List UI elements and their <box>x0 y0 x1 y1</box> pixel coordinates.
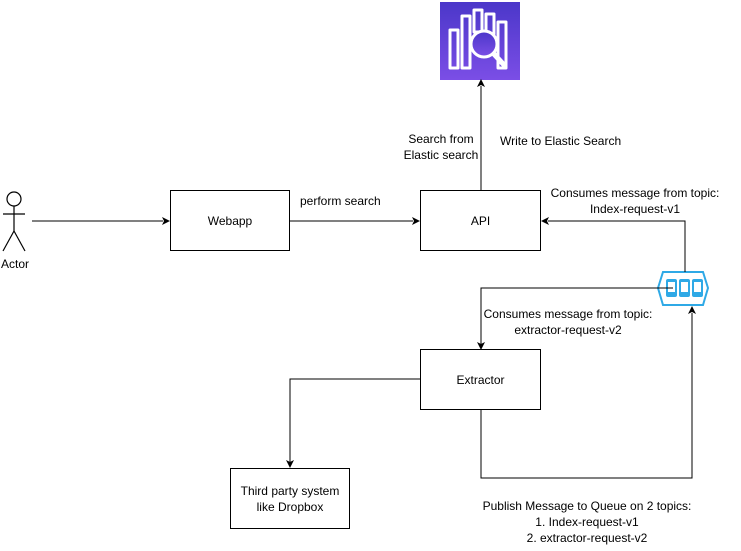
publish-line2: 1. Index-request-v1 <box>535 515 639 529</box>
edge-queue-api <box>548 220 686 272</box>
consumes-extractor-line1: Consumes message from topic: <box>483 307 653 321</box>
webapp-label: Webapp <box>207 213 253 228</box>
actor-icon <box>2 191 26 252</box>
elastic-search-icon <box>440 2 520 80</box>
extractor-node[interactable]: Extractor <box>420 349 541 410</box>
arrowheads <box>162 79 696 468</box>
consumes-index-line2: Index-request-v1 <box>589 202 681 216</box>
edge-label-search-from-elastic: Search from Elastic search <box>398 131 484 163</box>
edge-label-write-to-elastic: Write to Elastic Search <box>500 134 622 148</box>
edge-label-perform-search: perform search <box>300 194 381 208</box>
third-party-label-line2: like Dropbox <box>256 499 324 514</box>
webapp-node[interactable]: Webapp <box>170 190 290 251</box>
third-party-node[interactable]: Third party system like Dropbox <box>230 468 350 529</box>
consumes-index-line1: Consumes message from topic: <box>550 186 720 200</box>
extractor-label: Extractor <box>456 372 505 387</box>
third-party-label-line1: Third party system <box>240 483 340 498</box>
edge-queue-extractor <box>480 287 673 344</box>
publish-line3: 2. extractor-request-v2 <box>526 531 648 545</box>
publish-line1: Publish Message to Queue on 2 topics: <box>482 499 692 513</box>
edge-label-consumes-index: Consumes message from topic: Index-reque… <box>545 185 725 217</box>
actor-label: Actor <box>0 257 29 271</box>
edge-extractor-queue <box>480 313 693 479</box>
api-node[interactable]: API <box>420 190 541 251</box>
search-from-line1: Search from <box>408 132 474 146</box>
edge-label-publish-message: Publish Message to Queue on 2 topics: 1.… <box>472 498 702 546</box>
api-label: API <box>470 213 491 228</box>
connectors <box>32 86 693 479</box>
edge-extractor-thirdparty <box>289 378 420 462</box>
search-from-line2: Elastic search <box>403 148 479 162</box>
consumes-extractor-line2: extractor-request-v2 <box>514 323 622 337</box>
edge-label-consumes-extractor: Consumes message from topic: extractor-r… <box>478 306 658 338</box>
